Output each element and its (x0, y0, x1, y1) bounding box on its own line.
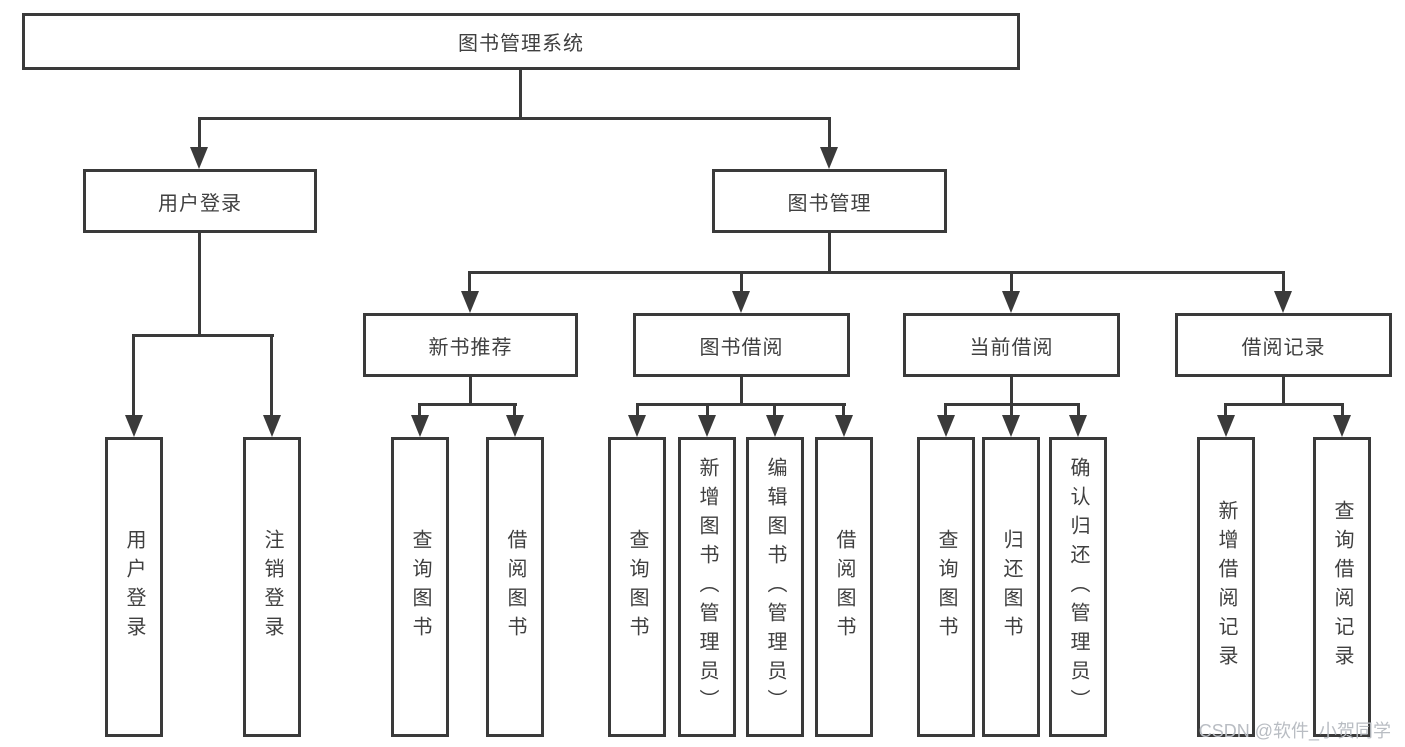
connector-leaf-stem (842, 403, 845, 415)
arrow-down-icon (461, 291, 479, 313)
connector-leaf-stem (513, 403, 516, 415)
leaf-query-borrow-record-label: 查询借阅记录 (1331, 500, 1353, 674)
connector-leaf-stem (773, 403, 776, 415)
leaf-edit-books-admin-label: 编辑图书（管理员） (764, 456, 786, 718)
arrow-down-icon (1002, 415, 1020, 437)
connector-leaf-stem (418, 403, 421, 415)
connector-new-book-crossbar (419, 403, 517, 406)
leaf-add-books-admin: 新增图书（管理员） (678, 437, 736, 737)
arrow-down-icon (125, 415, 143, 437)
connector-level3-stem (1282, 271, 1285, 291)
connector-root-stem (519, 69, 522, 119)
arrow-down-icon (411, 415, 429, 437)
node-borrow-records: 借阅记录 (1175, 313, 1392, 377)
leaf-return-books: 归还图书 (982, 437, 1040, 737)
connector-leaf-stem (132, 334, 135, 415)
arrow-down-icon (766, 415, 784, 437)
connector-new-book-down (469, 377, 472, 405)
leaf-query-books-current-label: 查询图书 (935, 529, 957, 645)
leaf-user-login: 用户登录 (105, 437, 163, 737)
leaf-query-books-recommend: 查询图书 (391, 437, 449, 737)
connector-leaf-stem (636, 403, 639, 415)
connector-book-mgmt-crossbar (469, 271, 1285, 274)
leaf-borrow-books-recommend-label: 借阅图书 (504, 529, 526, 645)
connector-borrow-records-crossbar (1225, 403, 1344, 406)
connector-user-login-crossbar (133, 334, 274, 337)
connector-leaf-stem (1341, 403, 1344, 415)
leaf-confirm-return-admin-label: 确认归还（管理员） (1067, 456, 1089, 718)
arrow-down-icon (1002, 291, 1020, 313)
connector-leaf-stem (270, 334, 273, 415)
node-current-borrow: 当前借阅 (903, 313, 1120, 377)
leaf-confirm-return-admin: 确认归还（管理员） (1049, 437, 1107, 737)
connector-borrow-records-down (1282, 377, 1285, 405)
leaf-borrow-books-recommend: 借阅图书 (486, 437, 544, 737)
node-borrow-records-label: 借阅记录 (1241, 336, 1326, 359)
leaf-edit-books-admin: 编辑图书（管理员） (746, 437, 804, 737)
connector-level3-stem (1010, 271, 1013, 291)
arrow-down-icon (820, 147, 838, 169)
csdn-watermark: CSDN @软件_小贺同学 (1198, 721, 1391, 741)
connector-book-borrow-crossbar (636, 403, 846, 406)
leaf-query-books-borrow: 查询图书 (608, 437, 666, 737)
node-user-login: 用户登录 (83, 169, 317, 233)
node-book-management: 图书管理 (712, 169, 947, 233)
arrow-down-icon (937, 415, 955, 437)
arrow-down-icon (1069, 415, 1087, 437)
leaf-query-books-current: 查询图书 (917, 437, 975, 737)
arrow-down-icon (1274, 291, 1292, 313)
node-user-login-label: 用户登录 (158, 192, 242, 215)
arrow-down-icon (732, 291, 750, 313)
node-book-borrow: 图书借阅 (633, 313, 850, 377)
arrow-down-icon (506, 415, 524, 437)
node-root-label: 图书管理系统 (458, 33, 584, 55)
leaf-borrow-books: 借阅图书 (815, 437, 873, 737)
leaf-query-books-recommend-label: 查询图书 (409, 529, 431, 645)
connector-leaf-stem (1224, 403, 1227, 415)
leaf-return-books-label: 归还图书 (1000, 529, 1022, 645)
connector-leaf-stem (1077, 403, 1080, 415)
node-new-book-recommend: 新书推荐 (363, 313, 578, 377)
node-book-borrow-label: 图书借阅 (699, 336, 784, 359)
arrow-down-icon (698, 415, 716, 437)
connector-current-borrow-down (1010, 377, 1013, 405)
node-new-book-recommend-label: 新书推荐 (428, 336, 513, 359)
arrow-down-icon (628, 415, 646, 437)
leaf-logout-label: 注销登录 (261, 529, 283, 645)
leaf-borrow-books-label: 借阅图书 (833, 529, 855, 645)
leaf-logout: 注销登录 (243, 437, 301, 737)
connector-level3-stem (468, 271, 471, 291)
node-current-borrow-label: 当前借阅 (969, 336, 1054, 359)
arrow-down-icon (190, 147, 208, 169)
connector-book-mgmt-stem (828, 117, 831, 147)
leaf-user-login-label: 用户登录 (123, 529, 145, 645)
leaf-add-borrow-record-label: 新增借阅记录 (1215, 500, 1237, 674)
connector-book-borrow-down (740, 377, 743, 405)
arrow-down-icon (263, 415, 281, 437)
leaf-query-borrow-record: 查询借阅记录 (1313, 437, 1371, 737)
node-book-management-label: 图书管理 (787, 192, 872, 215)
connector-leaf-stem (944, 403, 947, 415)
connector-leaf-stem (706, 403, 709, 415)
leaf-add-books-admin-label: 新增图书（管理员） (696, 456, 718, 718)
connector-root-crossbar (198, 117, 831, 120)
arrow-down-icon (1333, 415, 1351, 437)
node-root: 图书管理系统 (22, 13, 1020, 70)
arrow-down-icon (835, 415, 853, 437)
connector-leaf-stem (1010, 403, 1013, 415)
connector-level3-stem (740, 271, 743, 291)
connector-book-mgmt-down (828, 233, 831, 273)
leaf-query-books-borrow-label: 查询图书 (626, 529, 648, 645)
connector-user-login-stem (198, 117, 201, 147)
arrow-down-icon (1217, 415, 1235, 437)
connector-user-login-down (198, 233, 201, 336)
leaf-add-borrow-record: 新增借阅记录 (1197, 437, 1255, 737)
